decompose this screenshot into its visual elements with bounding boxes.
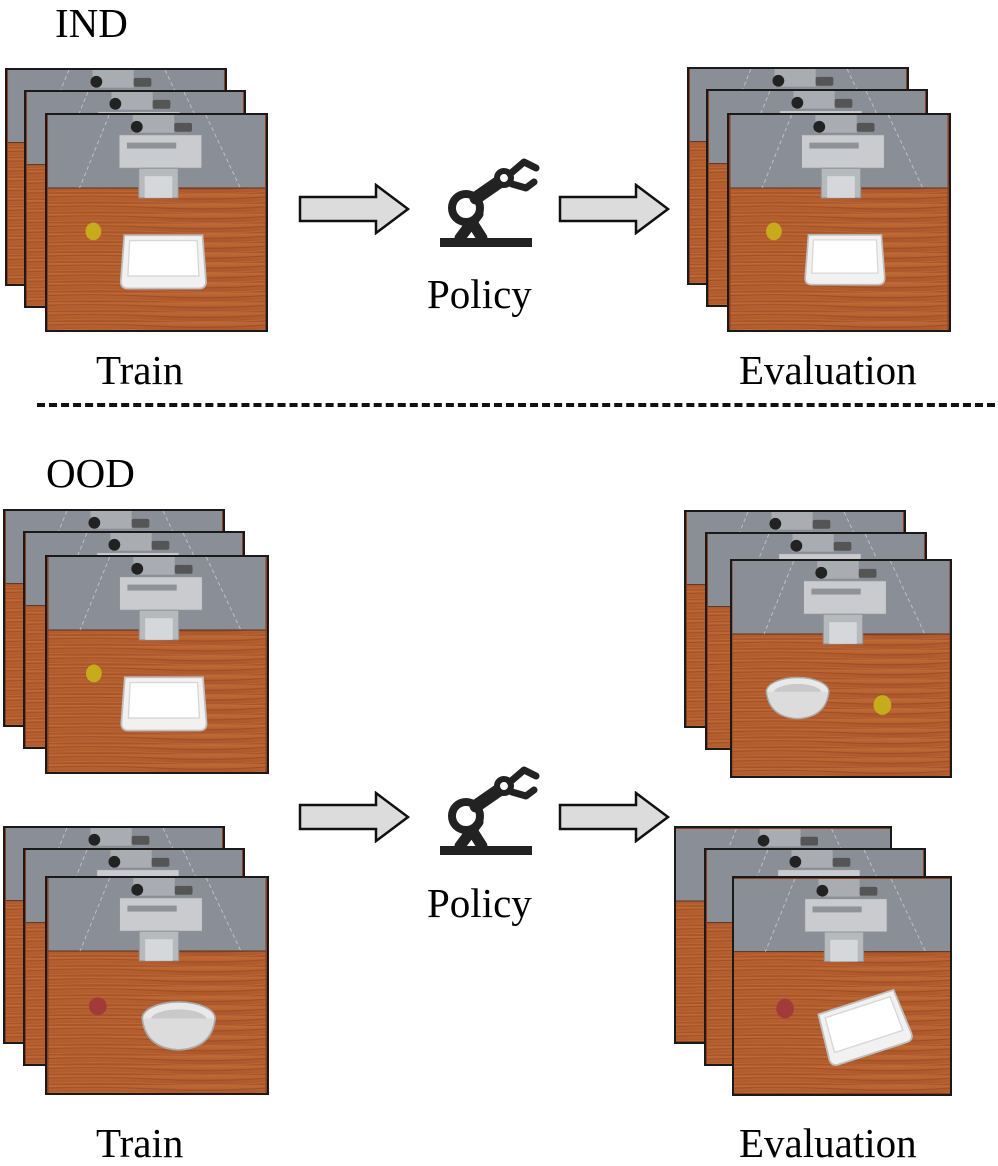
ind-eval-frame-front [727, 113, 951, 332]
ood-policy-label: Policy [427, 880, 532, 926]
ind-train-frame-front [45, 113, 268, 332]
ood-eval1-frame-front [730, 559, 952, 778]
ood-arrow-to-policy-icon [297, 791, 411, 843]
ood-train1-frame-front [45, 555, 269, 774]
ind-eval-frame-stack [687, 67, 951, 332]
ood-train-frame-stack-1 [3, 509, 269, 774]
ind-arrow-to-policy-icon [297, 183, 411, 235]
ood-eval2-frame-front [732, 876, 952, 1096]
ood-train2-frame-front [45, 876, 269, 1095]
ood-eval-frame-stack-2 [674, 826, 952, 1096]
ind-robot-arm-icon [430, 158, 542, 254]
ood-robot-arm-icon [430, 766, 542, 862]
ind-arrow-to-eval-icon [557, 183, 671, 235]
ind-train-label: Train [96, 347, 184, 393]
ood-section-label: OOD [46, 450, 135, 496]
ood-eval-label: Evaluation [739, 1120, 917, 1166]
ood-train-label: Train [96, 1120, 184, 1166]
ind-train-frame-stack [5, 68, 269, 332]
ind-policy-label: Policy [427, 271, 532, 317]
ood-train-frame-stack-2 [3, 826, 269, 1095]
ood-eval-frame-stack-1 [684, 510, 952, 778]
ind-eval-label: Evaluation [739, 347, 917, 393]
ood-arrow-to-eval-icon [557, 791, 671, 843]
ind-section-label: IND [55, 0, 128, 46]
section-divider [37, 403, 995, 407]
